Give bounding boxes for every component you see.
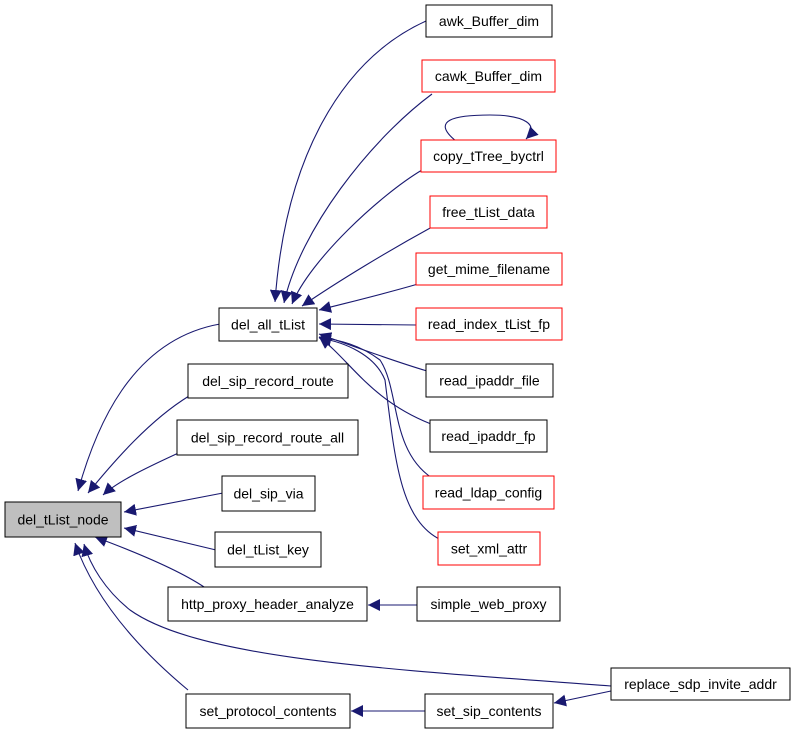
node-del_tList_key[interactable]: del_tList_key: [214, 531, 322, 568]
node-box: [437, 531, 541, 566]
node-box: [214, 531, 322, 568]
node-box: [167, 586, 368, 622]
node-read_index_tList_fp[interactable]: read_index_tList_fp: [415, 307, 563, 341]
edge-get_mime_filename-to-del_all_tList: [318, 283, 419, 313]
node-copy_tTree_byctrl[interactable]: copy_tTree_byctrl: [420, 139, 557, 173]
node-read_ipaddr_file[interactable]: read_ipaddr_file: [425, 363, 554, 398]
edge-del_sip_record_route-to-del_tList_node: [87, 395, 190, 494]
node-label: read_ipaddr_file: [439, 373, 540, 389]
edge-set_protocol_contents-to-del_tList_node: [73, 542, 189, 691]
node-box: [416, 586, 561, 622]
node-label: del_tList_key: [227, 542, 309, 558]
node-box: [429, 195, 548, 229]
node-box: [176, 419, 359, 456]
edge-replace_sdp_invite_addr-to-del_tList_node: [81, 543, 612, 687]
node-box: [424, 693, 554, 729]
node-box: [429, 419, 548, 453]
node-box: [221, 475, 316, 512]
node-label: set_xml_attr: [451, 541, 528, 557]
node-label: free_tList_data: [442, 204, 535, 220]
edge-awk_Buffer_dim-to-del_all_tList: [269, 20, 427, 303]
node-label: read_index_tList_fp: [428, 316, 550, 332]
node-set_sip_contents[interactable]: set_sip_contents: [424, 693, 554, 729]
node-box: [420, 139, 557, 173]
edge-del_tList_key-to-del_tList_node: [123, 524, 217, 551]
node-label: del_tList_node: [17, 512, 108, 528]
node-box: [185, 693, 351, 729]
node-del_tList_node[interactable]: del_tList_node: [4, 501, 122, 538]
node-label: del_sip_record_route: [202, 373, 334, 389]
node-box: [421, 59, 556, 93]
node-free_tList_data[interactable]: free_tList_data: [429, 195, 548, 229]
node-http_proxy_header_analyze[interactable]: http_proxy_header_analyze: [167, 586, 368, 622]
node-box: [425, 363, 554, 398]
node-read_ipaddr_fp[interactable]: read_ipaddr_fp: [429, 419, 548, 453]
edge-del_sip_via-to-del_tList_node: [123, 492, 224, 516]
node-set_xml_attr[interactable]: set_xml_attr: [437, 531, 541, 566]
node-del_all_tList[interactable]: del_all_tList: [218, 307, 318, 342]
node-label: cawk_Buffer_dim: [435, 68, 542, 84]
edge-http_proxy_header_analyze-to-del_tList_node: [94, 535, 208, 590]
node-label: set_protocol_contents: [200, 703, 337, 719]
node-label: copy_tTree_byctrl: [433, 148, 544, 164]
node-box: [425, 4, 553, 38]
edge-layer: [73, 20, 612, 717]
node-simple_web_proxy[interactable]: simple_web_proxy: [416, 586, 561, 622]
node-label: read_ldap_config: [435, 485, 542, 501]
node-box: [4, 501, 122, 538]
edge-del_sip_record_route_all-to-del_tList_node: [102, 449, 186, 496]
node-label: replace_sdp_invite_addr: [624, 676, 777, 692]
edge-replace_sdp_invite_addr-to-set_sip_contents: [553, 690, 612, 707]
node-label: set_sip_contents: [436, 703, 541, 719]
edge-free_tList_data-to-del_all_tList: [301, 226, 433, 307]
edge-set_xml_attr-to-del_all_tList: [318, 333, 442, 541]
edge-read_ldap_config-to-del_all_tList: [318, 332, 433, 479]
node-label: del_sip_via: [233, 486, 303, 502]
node-box: [187, 363, 349, 399]
node-del_sip_record_route[interactable]: del_sip_record_route: [187, 363, 349, 399]
node-del_sip_record_route_all[interactable]: del_sip_record_route_all: [176, 419, 359, 456]
node-del_sip_via[interactable]: del_sip_via: [221, 475, 316, 512]
edge-del_all_tList-to-del_tList_node: [75, 323, 221, 492]
node-awk_Buffer_dim[interactable]: awk_Buffer_dim: [425, 4, 553, 38]
edge-read_index_tList_fp-to-del_all_tList: [318, 318, 418, 331]
node-layer: del_tList_node del_all_tList del_sip_recor…: [4, 4, 791, 729]
node-box: [415, 307, 563, 341]
node-box: [422, 475, 555, 510]
edge-cawk_Buffer_dim-to-del_all_tList: [280, 93, 433, 304]
node-label: awk_Buffer_dim: [439, 13, 539, 29]
node-label: simple_web_proxy: [431, 596, 547, 612]
node-label: http_proxy_header_analyze: [181, 596, 354, 612]
node-label: get_mime_filename: [428, 261, 550, 277]
node-replace_sdp_invite_addr[interactable]: replace_sdp_invite_addr: [610, 667, 791, 701]
node-label: del_all_tList: [231, 317, 305, 333]
edge-copy_tTree_byctrl-to-del_all_tList: [291, 169, 423, 305]
node-box: [218, 307, 318, 342]
node-read_ldap_config[interactable]: read_ldap_config: [422, 475, 555, 510]
node-cawk_Buffer_dim[interactable]: cawk_Buffer_dim: [421, 59, 556, 93]
node-label: del_sip_record_route_all: [191, 430, 344, 446]
node-box: [610, 667, 791, 701]
node-get_mime_filename[interactable]: get_mime_filename: [415, 252, 563, 286]
node-label: read_ipaddr_fp: [441, 428, 535, 444]
edge-copy_tTree_byctrl-to-copy_tTree_byctrl: [444, 114, 539, 142]
node-box: [415, 252, 563, 286]
node-set_protocol_contents[interactable]: set_protocol_contents: [185, 693, 351, 729]
